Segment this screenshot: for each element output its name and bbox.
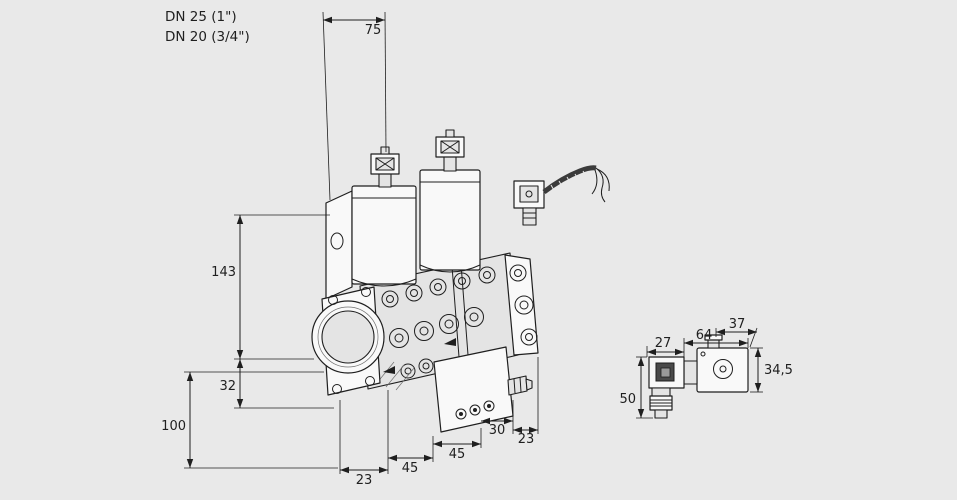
coil-connector-right — [435, 129, 465, 172]
dim-top-width: 75 — [365, 23, 382, 38]
flow-arrows — [383, 338, 456, 374]
solenoid-coil-right — [419, 129, 481, 273]
dim-acc-body-height: 34,5 — [764, 363, 793, 378]
cable-gland-nut — [649, 387, 673, 419]
dim-bottom-3: 45 — [449, 447, 466, 462]
dimension-annotations: 75 143 32 100 23 45 45 30 23 — [161, 11, 793, 488]
inlet-flange — [311, 286, 385, 396]
cable-plug-assembly — [513, 165, 610, 226]
dn-label-1: DN 25 (1") — [165, 9, 237, 25]
main-valve-drawing — [311, 129, 539, 433]
regulator-block — [433, 346, 533, 433]
coil-connector-left — [370, 146, 400, 188]
dim-flange-height: 32 — [219, 379, 236, 394]
right-flange — [504, 254, 539, 356]
dim-body-height: 143 — [211, 265, 236, 280]
wire-strands — [591, 167, 610, 203]
product-size-labels: DN 25 (1") DN 20 (3/4") — [165, 9, 250, 45]
dim-acc-connector-width: 27 — [655, 336, 672, 351]
dim-acc-total-width: 64 — [696, 328, 713, 343]
bracket-hole — [330, 232, 344, 250]
cable-braid-ticks — [550, 170, 588, 193]
dim-total-height: 100 — [161, 419, 186, 434]
body-bolt-circles — [381, 266, 496, 379]
mounting-bracket — [325, 190, 353, 300]
dim-acc-top-depth: 37 — [729, 317, 746, 332]
dn-label-2: DN 20 (3/4") — [165, 29, 250, 45]
dim-bottom-2: 45 — [402, 461, 419, 476]
accessory-valve-drawing — [648, 334, 749, 419]
dim-bottom-5: 23 — [518, 432, 535, 447]
threaded-port-inner — [321, 310, 375, 364]
dim-acc-total-height: 50 — [619, 392, 636, 407]
body-junction — [451, 263, 469, 358]
dim-bottom-1: 23 — [356, 473, 373, 488]
dim-bottom-4: 30 — [489, 423, 506, 438]
test-nipple — [507, 375, 533, 396]
solenoid-coil-left — [351, 146, 417, 287]
accessory-connector — [648, 356, 685, 389]
cable — [542, 165, 597, 194]
